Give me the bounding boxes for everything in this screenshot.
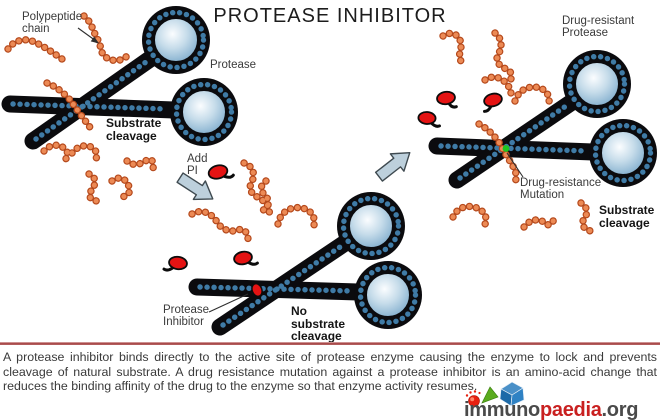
caption-text: A protease inhibitor binds directly to t…: [3, 350, 657, 394]
logo-prefix: immuno: [464, 399, 540, 420]
protease-inhibitor-molecule: [436, 90, 458, 109]
inhibitor-pointer-line: [208, 293, 249, 313]
add-pi-label: Add PI: [187, 153, 208, 177]
protease-enzyme-left: [1, 6, 238, 150]
drug-resistance-mutation-label: Drug-resistance Mutation: [520, 177, 602, 201]
protease-inhibitor-molecule: [483, 92, 503, 113]
protease-inhibitor-molecule: [162, 255, 188, 272]
protease-inhibitor-molecule: [417, 111, 441, 128]
logo-highlight: paedia: [539, 399, 602, 420]
polypeptide-pointer-arrow: [77, 27, 99, 44]
drug-resistance-mutation-dot: [502, 145, 510, 152]
no-substrate-cleavage-label: No substrate cleavage: [291, 304, 346, 343]
polypeptide-chain-label: Polypeptide chain: [22, 11, 83, 35]
substrate-cleavage-left-label: Substrate cleavage: [106, 116, 162, 143]
mutation-pointer-line: [506, 152, 524, 178]
leaf-triangle-icon: [481, 386, 499, 404]
divider-line: [0, 342, 660, 345]
add-pi-arrow: [176, 172, 214, 201]
protease-inhibitor-molecule: [207, 164, 235, 180]
diagram-artwork: [1, 6, 657, 336]
logo-suffix: .org: [601, 399, 639, 420]
cube-icon: [499, 381, 525, 407]
protease-inhibitor-label: Protease Inhibitor: [163, 304, 210, 328]
bound-protease-inhibitor-molecule: [251, 282, 263, 298]
page-title: PROTEASE INHIBITOR: [213, 5, 447, 27]
immunopaedia-logo-icon: [465, 381, 525, 407]
sun-sphere-icon: [465, 390, 481, 407]
immunopaedia-wordmark: immunopaedia.org: [464, 399, 638, 420]
protease-enzyme-drug-resistant: [428, 50, 657, 189]
resistance-transition-arrow: [374, 151, 411, 182]
protease-inhibitor-molecule: [233, 250, 259, 266]
protease-label: Protease: [210, 59, 257, 71]
polypeptide-chains-outline: [8, 16, 591, 245]
substrate-cleavage-right-label: Substrate cleavage: [599, 203, 655, 230]
drug-resistant-protease-label: Drug-resistant Protease: [562, 15, 635, 39]
protease-enzyme-center: [188, 192, 422, 336]
